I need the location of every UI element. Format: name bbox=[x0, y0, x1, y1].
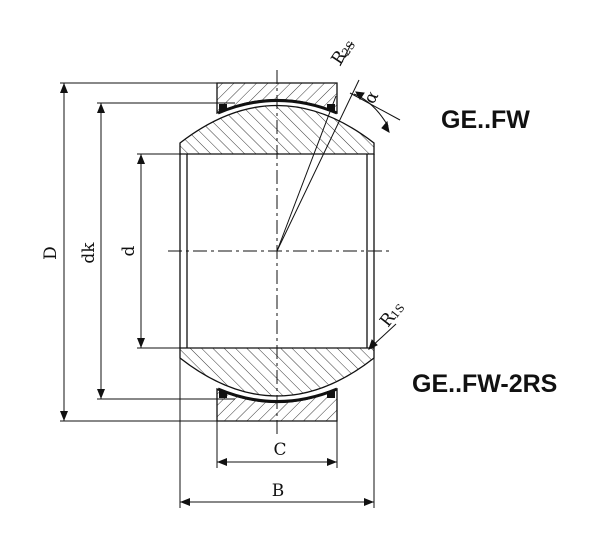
dimension-C bbox=[217, 458, 337, 466]
dimension-d bbox=[137, 154, 145, 348]
dim-label-B: B bbox=[272, 481, 285, 501]
dim-label-alpha: α bbox=[360, 87, 383, 107]
seal-top-left bbox=[219, 104, 227, 111]
dimension-B bbox=[180, 498, 374, 506]
model-label-ge-fw-2rs: GE..FW-2RS bbox=[412, 370, 558, 398]
radius-r1s-lines bbox=[368, 323, 397, 350]
angle-alpha-lines bbox=[276, 41, 401, 252]
seal-bottom-left bbox=[219, 391, 227, 398]
seal-top-right bbox=[327, 104, 335, 111]
dimension-dk bbox=[97, 103, 105, 399]
radius-r2s-label: R 2S bbox=[328, 39, 359, 69]
radius-r1s-label: R 1S bbox=[376, 302, 407, 332]
dim-label-dk: dk bbox=[79, 242, 99, 264]
dimension-D bbox=[60, 83, 68, 421]
seal-bottom-right bbox=[327, 391, 335, 398]
dim-label-d: d bbox=[119, 245, 139, 256]
dim-label-C: C bbox=[273, 440, 286, 460]
center-lines bbox=[168, 70, 390, 438]
model-label-ge-fw: GE..FW bbox=[441, 106, 530, 134]
dim-label-D: D bbox=[41, 246, 61, 260]
extension-lines bbox=[60, 82, 375, 508]
